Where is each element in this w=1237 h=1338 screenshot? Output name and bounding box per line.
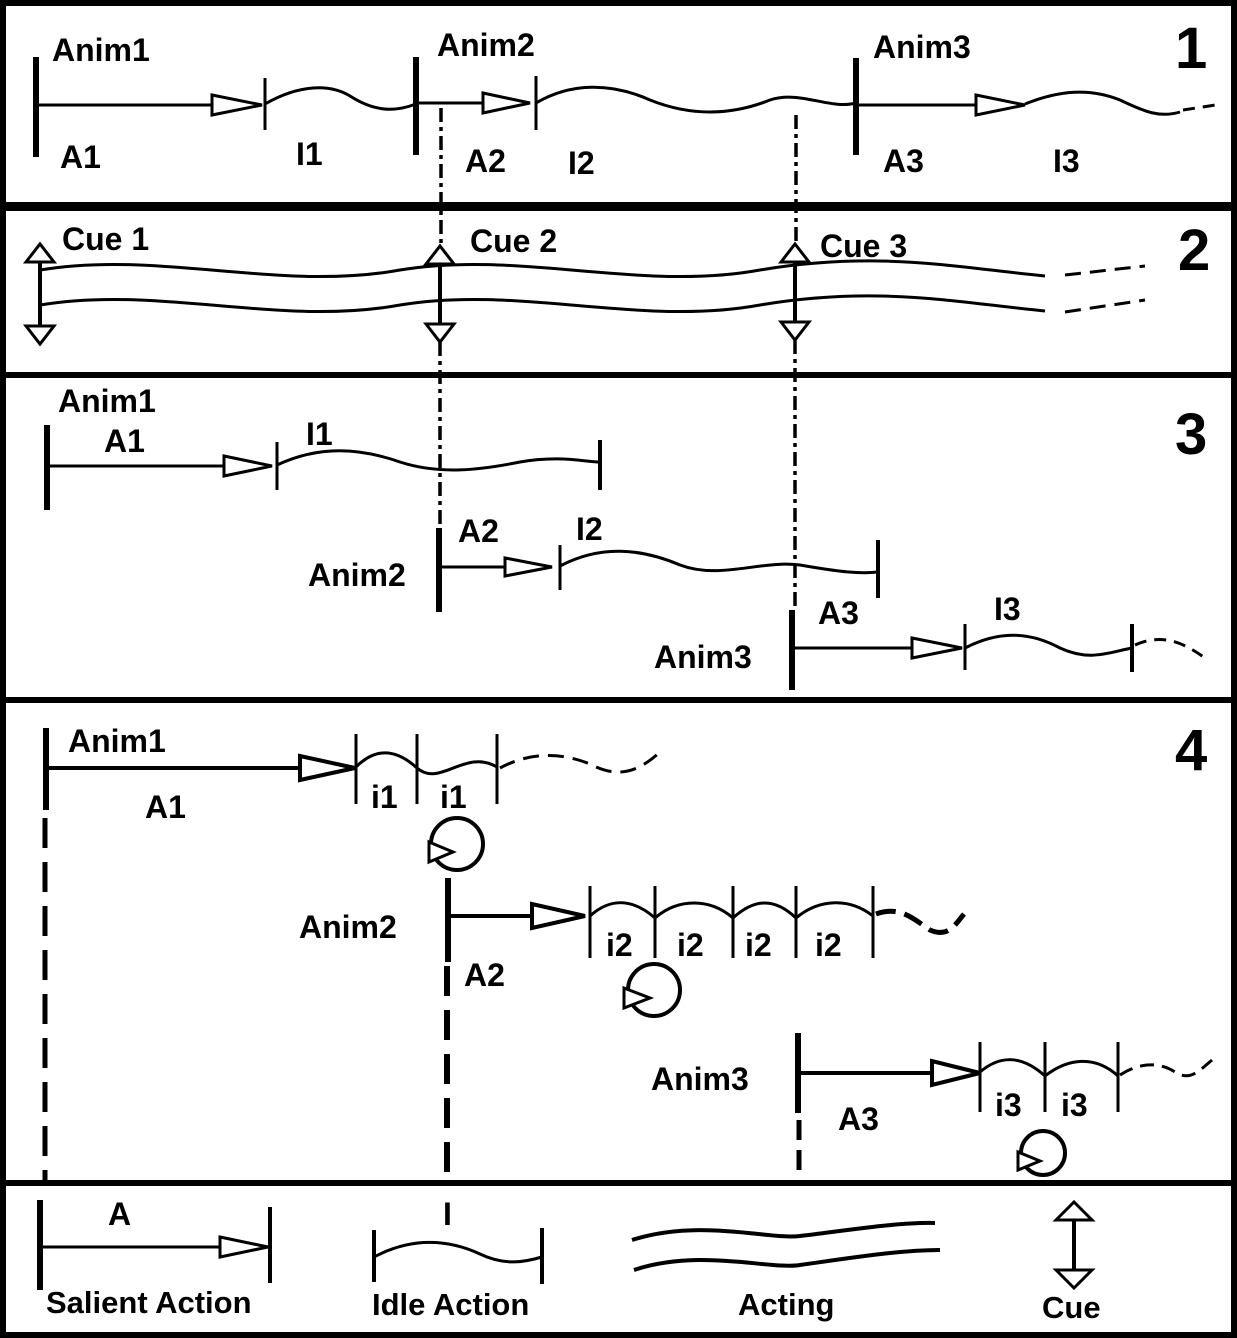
p1-a2-label: A2 [465, 143, 506, 179]
p4-anim3-label: Anim3 [651, 1061, 749, 1097]
panel-4 [42, 728, 1213, 1182]
loop-icon-2 [626, 962, 682, 1018]
cue-1-label: Cue 1 [62, 221, 149, 257]
p3-i3-label: I3 [994, 591, 1021, 627]
legend-idle-letter: I [443, 1196, 452, 1232]
p3-a3-label: A3 [818, 595, 859, 631]
legend [37, 1199, 1096, 1291]
p4-i2-label-b: i2 [677, 927, 704, 963]
legend-salient-action-symbol [37, 1200, 272, 1290]
p4-i3-label-b: i3 [1061, 1087, 1088, 1123]
p3-anim1-label: Anim1 [58, 383, 156, 419]
legend-cue-label: Cue [1042, 1290, 1101, 1325]
panel-3 [44, 425, 1206, 690]
p3-a1-label: A1 [104, 423, 145, 459]
p4-anim1-label: Anim1 [68, 723, 166, 759]
cue-1-arrow [22, 241, 58, 347]
loop-icon-1 [429, 816, 485, 872]
panel-number-2: 2 [1178, 218, 1210, 283]
p4-i1-label-b: i1 [440, 779, 467, 815]
p1-anim1-label: Anim1 [52, 32, 150, 68]
cue-3-label: Cue 3 [820, 228, 907, 264]
panel-number-1: 1 [1175, 16, 1207, 81]
p4-i1-label-a: i1 [371, 779, 398, 815]
panel-number-3: 3 [1175, 402, 1207, 467]
p4-i3-label-a: i3 [995, 1087, 1022, 1123]
p1-a3-label: A3 [883, 143, 924, 179]
legend-idle-label: Idle Action [372, 1287, 529, 1322]
p3-a2-label: A2 [458, 513, 499, 549]
panel-2 [22, 241, 1146, 610]
legend-acting-label: Acting [738, 1287, 834, 1322]
loop-icon-3 [1019, 1129, 1067, 1177]
p1-i2-label: I2 [568, 145, 595, 181]
legend-salient-label: Salient Action [46, 1285, 252, 1320]
cue-2-arrow [422, 243, 458, 345]
legend-acting-symbol [631, 1220, 941, 1272]
p3-anim3-label: Anim3 [654, 639, 752, 675]
p4-i2-label-c: i2 [745, 927, 772, 963]
cue-3-arrow [777, 241, 813, 343]
legend-cue-symbol [1052, 1199, 1096, 1291]
p4-a1-label: A1 [145, 789, 186, 825]
p4-anim2-label: Anim2 [299, 909, 397, 945]
p4-i2-label-d: i2 [815, 927, 842, 963]
cue-2-label: Cue 2 [470, 223, 557, 259]
legend-idle-action-symbol [372, 1228, 544, 1284]
p4-i2-label-a: i2 [606, 927, 633, 963]
panel-number-4: 4 [1175, 718, 1207, 783]
p1-anim3-label: Anim3 [873, 29, 971, 65]
p1-anim2-label: Anim2 [437, 27, 535, 63]
p4-a2-label: A2 [464, 957, 505, 993]
p1-i3-label: I3 [1053, 143, 1080, 179]
p3-i1-label: I1 [306, 416, 333, 452]
p4-a3-label: A3 [838, 1101, 879, 1137]
p1-i1-label: I1 [296, 136, 323, 172]
p1-a1-label: A1 [60, 139, 101, 175]
p3-i2-label: I2 [576, 511, 603, 547]
panel-1 [33, 57, 1223, 252]
legend-salient-letter: A [108, 1196, 131, 1232]
p3-anim2-label: Anim2 [308, 557, 406, 593]
